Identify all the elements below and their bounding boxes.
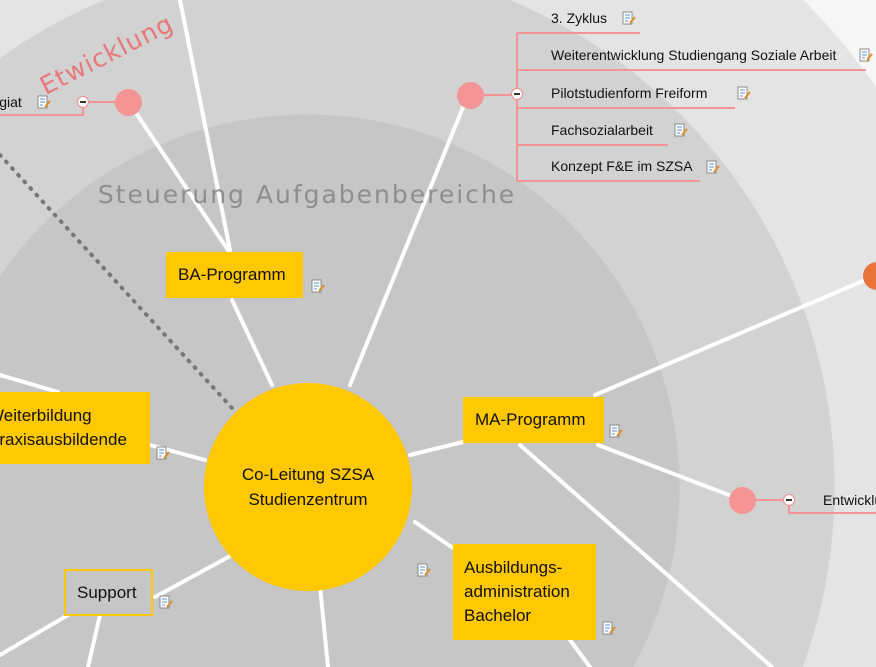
note-edit-icon[interactable] [609, 424, 623, 438]
branch-lines [0, 32, 876, 514]
node-support-label: Support [77, 582, 137, 602]
leaf-pilotstudienform[interactable]: Pilotstudienform Freiform [551, 85, 708, 101]
collapse-top-icon[interactable] [511, 88, 523, 100]
note-edit-icon[interactable] [37, 95, 51, 109]
node-support[interactable]: Support [64, 569, 153, 616]
node-ausbildung-line2: administration [464, 582, 570, 601]
dotted-relation [0, 153, 234, 410]
note-edit-icon[interactable] [737, 86, 751, 100]
node-weiterbildung-line2: Praxisausbildende [0, 430, 127, 449]
leaf-zyklus[interactable]: 3. Zyklus [551, 10, 608, 26]
note-edit-icon[interactable] [674, 123, 688, 137]
note-edit-icon[interactable] [311, 279, 325, 293]
note-edit-icon[interactable] [156, 446, 170, 460]
note-edit-icon[interactable] [622, 11, 636, 25]
branch-dot-top[interactable] [457, 82, 484, 109]
collapse-right-icon[interactable] [783, 494, 795, 506]
leaf-konzept-fe[interactable]: Konzept F&E im SZSA [551, 158, 693, 174]
note-edit-icon[interactable] [602, 621, 616, 635]
leaf-entwicklung[interactable]: Entwicklung [823, 492, 876, 508]
branch-dot-orange[interactable] [863, 262, 876, 290]
leaf-weiterentwicklung[interactable]: Weiterentwicklung Studiengang Soziale Ar… [551, 47, 837, 63]
branch-dot-etwicklung[interactable] [115, 89, 142, 116]
node-ausbildung-line3: Bachelor [464, 606, 532, 625]
note-edit-icon[interactable] [159, 595, 173, 609]
collapse-left-icon[interactable] [77, 96, 89, 108]
note-edit-icon[interactable] [859, 48, 873, 62]
node-weiterbildung-line1: Weiterbildung [0, 406, 92, 425]
central-topic-line1: Co-Leitung SZSA [241, 465, 375, 484]
central-topic-line2: Studienzentrum [248, 490, 368, 509]
note-edit-icon[interactable] [706, 160, 720, 174]
node-weiterbildung[interactable]: WeiterbildungPraxisausbildende [0, 392, 150, 464]
node-ba-programm-label: BA-Programm [178, 265, 286, 284]
ring-label-steuerung: Steuerung Aufgabenbereiche [97, 180, 517, 209]
node-ma-programm[interactable]: MA-Programm [463, 397, 604, 443]
branch-dot-right[interactable] [729, 487, 756, 514]
central-topic[interactable]: Co-Leitung SZSA Studienzentrum [204, 383, 412, 591]
node-ausbildung-line1: Ausbildungs- [464, 558, 563, 577]
node-ba-programm[interactable]: BA-Programm [166, 252, 303, 298]
note-edit-icon[interactable] [417, 563, 431, 577]
leaf-fachsozialarbeit[interactable]: Fachsozialarbeit [551, 122, 653, 138]
node-ma-programm-label: MA-Programm [475, 410, 586, 429]
leaf-plagiat[interactable]: Plagiat [0, 94, 22, 110]
